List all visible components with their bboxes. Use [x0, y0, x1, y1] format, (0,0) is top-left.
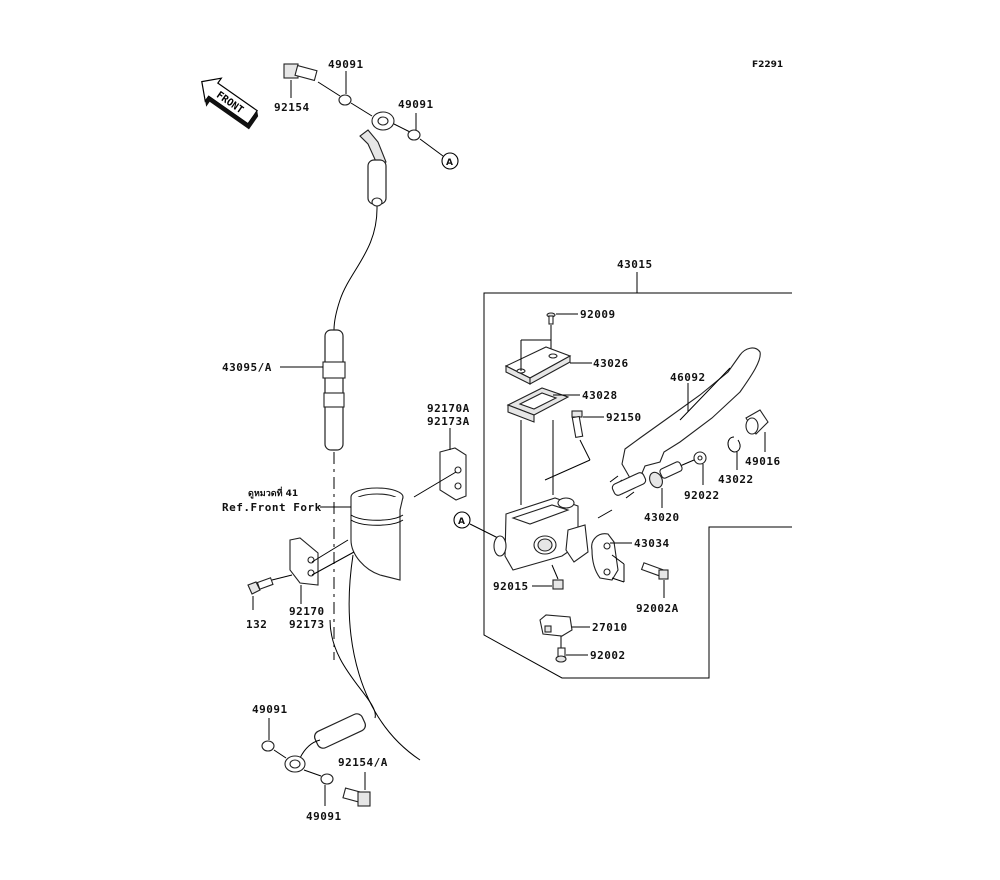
part-label-49091-top-2: 49091	[398, 98, 434, 111]
part-label-92170: 92170	[289, 605, 325, 618]
washer-bottom-1	[261, 740, 275, 752]
brake-lever	[621, 347, 761, 479]
callout-a-cylinder	[453, 511, 471, 529]
part-label-43034: 43034	[634, 537, 670, 550]
nut-92015	[552, 579, 564, 590]
pivot-bolt	[571, 410, 584, 439]
part-label-92173: 92173	[289, 618, 325, 631]
ref-note-front-fork: Ref.Front Fork	[222, 501, 322, 514]
part-label-92170A: 92170A	[427, 402, 470, 415]
diaphragm	[506, 387, 570, 423]
assembly-label-43015: 43015	[617, 258, 653, 271]
front-arrow-icon: FRONT	[201, 77, 259, 130]
svg-text:A: A	[458, 517, 465, 527]
part-label-43026: 43026	[593, 357, 629, 370]
master-cylinder-body	[493, 497, 589, 571]
washer-top-2	[407, 129, 421, 141]
clamp-bolt	[640, 562, 669, 580]
part-label-92015: 92015	[493, 580, 529, 593]
part-label-49091-top-1: 49091	[328, 58, 364, 71]
part-label-43028: 43028	[582, 389, 618, 402]
part-label-49091-bottom-1: 49091	[252, 703, 288, 716]
part-label-92002A: 92002A	[636, 602, 679, 615]
dust-boot	[745, 409, 769, 435]
part-label-43022: 43022	[718, 473, 754, 486]
banjo-bolt-bottom	[342, 787, 371, 807]
brake-light-switch	[539, 614, 573, 637]
switch-screw	[555, 647, 567, 663]
piston-assembly	[609, 461, 683, 499]
washer-bottom-2	[320, 773, 334, 785]
part-label-92154A: 92154/A	[338, 756, 388, 769]
callout-a-top	[441, 152, 459, 170]
ref-note-thai: ดูหมวดที่ 41	[248, 486, 298, 499]
screw-92009	[546, 312, 556, 325]
washer-top-1	[338, 94, 352, 106]
part-label-49016: 49016	[745, 455, 781, 468]
part-label-92173A: 92173A	[427, 415, 470, 428]
part-label-43020: 43020	[644, 511, 680, 524]
assembly-boundary	[483, 292, 792, 679]
part-label-49091-bottom-2: 49091	[306, 810, 342, 823]
banjo-bolt-top	[283, 63, 341, 98]
hose-clamp-left	[289, 537, 319, 586]
front-fork-tube	[348, 487, 421, 761]
brake-hose-upper	[333, 205, 378, 331]
handlebar-clamp	[591, 533, 619, 581]
reservoir-cap	[504, 346, 572, 385]
part-label-27010: 27010	[592, 621, 628, 634]
part-label-92022: 92022	[684, 489, 720, 502]
circlip	[727, 436, 741, 453]
part-label-92154: 92154	[274, 101, 310, 114]
part-label-43095A: 43095/A	[222, 361, 272, 374]
banjo-fitting-bottom	[284, 713, 366, 773]
brake-hose-lower	[329, 619, 376, 719]
hose-protector	[322, 329, 346, 451]
figure-code: F2291	[752, 60, 783, 70]
part-label-132: 132	[246, 618, 267, 631]
part-label-92009: 92009	[580, 308, 616, 321]
bolt-132	[247, 577, 274, 595]
svg-text:A: A	[446, 158, 453, 168]
part-label-92002: 92002	[590, 649, 626, 662]
part-label-46092: 46092	[670, 371, 706, 384]
part-label-92150: 92150	[606, 411, 642, 424]
banjo-fitting-top	[359, 111, 395, 207]
